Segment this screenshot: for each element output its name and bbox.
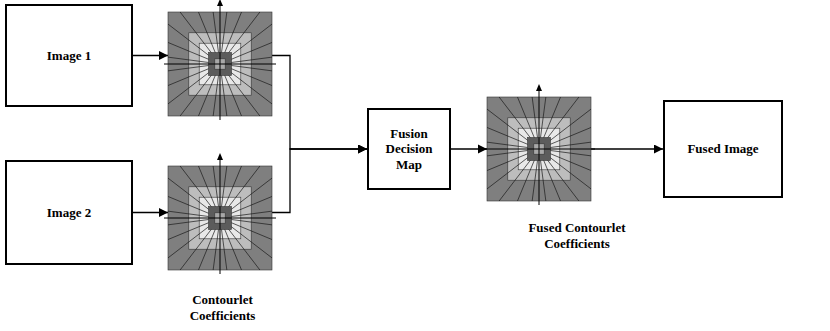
process-box: Image 1 (5, 4, 133, 107)
direction-line (222, 229, 227, 270)
direction-line (487, 109, 528, 140)
direction-line (231, 57, 272, 62)
direction-line (168, 223, 209, 240)
axis-line (220, 4, 221, 120)
axis-arrowhead (217, 153, 223, 160)
axis-line (483, 149, 595, 150)
contourlet-picture (164, 0, 276, 120)
direction-line (229, 12, 260, 53)
direction-line (550, 151, 591, 156)
picture-arrowhead (478, 145, 487, 154)
direction-line (487, 142, 528, 147)
direction-line (222, 12, 227, 53)
direction-line (168, 57, 209, 62)
caption-label: Fused Contourlet Coefficients (512, 220, 642, 253)
direction-line (517, 97, 534, 138)
direction-line (532, 160, 537, 201)
direction-line (548, 97, 579, 138)
direction-line (231, 73, 272, 104)
axis-arrowhead (217, 0, 223, 6)
process-box: Fusion Decision Map (367, 108, 451, 190)
axis-line (539, 89, 540, 205)
direction-line (225, 75, 242, 116)
direction-line (168, 211, 209, 216)
direction-line (499, 160, 530, 201)
axis-line (220, 158, 221, 274)
direction-line (168, 69, 209, 86)
direction-line (541, 97, 546, 138)
box-label: Fusion Decision Map (373, 126, 445, 173)
fused-contourlet-picture (483, 84, 595, 205)
picture-arrowhead (159, 208, 168, 217)
direction-line (222, 75, 227, 116)
box-label: Fused Image (687, 141, 758, 157)
process-box: Image 2 (5, 160, 133, 265)
direction-line (213, 12, 218, 53)
direction-line (231, 211, 272, 216)
direction-line (213, 229, 218, 270)
direction-line (225, 229, 242, 270)
direction-line (168, 24, 209, 55)
direction-line (550, 127, 591, 144)
direction-line (168, 220, 209, 225)
direction-line (544, 160, 561, 201)
axis-line (164, 64, 276, 65)
direction-line (168, 178, 209, 209)
direction-line (229, 166, 260, 207)
direction-line (213, 166, 218, 207)
direction-line (168, 66, 209, 71)
box-label: Image 2 (47, 205, 91, 221)
axis-line (164, 218, 276, 219)
direction-line (180, 75, 211, 116)
direction-line (532, 97, 537, 138)
picture-arrowhead (159, 51, 168, 60)
caption-label: Contourlet Coefficients (160, 292, 285, 325)
direction-line (231, 42, 272, 59)
contourlet-picture (164, 153, 276, 274)
direction-line (231, 220, 272, 225)
direction-line (487, 151, 528, 156)
direction-line (198, 12, 215, 53)
process-box: Fused Image (663, 100, 783, 198)
box-label: Image 1 (47, 48, 91, 64)
direction-line (541, 160, 546, 201)
direction-line (231, 66, 272, 71)
direction-line (231, 196, 272, 213)
direction-line (222, 166, 227, 207)
direction-line (550, 142, 591, 147)
direction-line (213, 75, 218, 116)
direction-line (231, 227, 272, 258)
axis-arrowhead (536, 84, 542, 91)
direction-line (550, 158, 591, 189)
direction-line (487, 154, 528, 171)
direction-line (198, 166, 215, 207)
direction-line (180, 229, 211, 270)
